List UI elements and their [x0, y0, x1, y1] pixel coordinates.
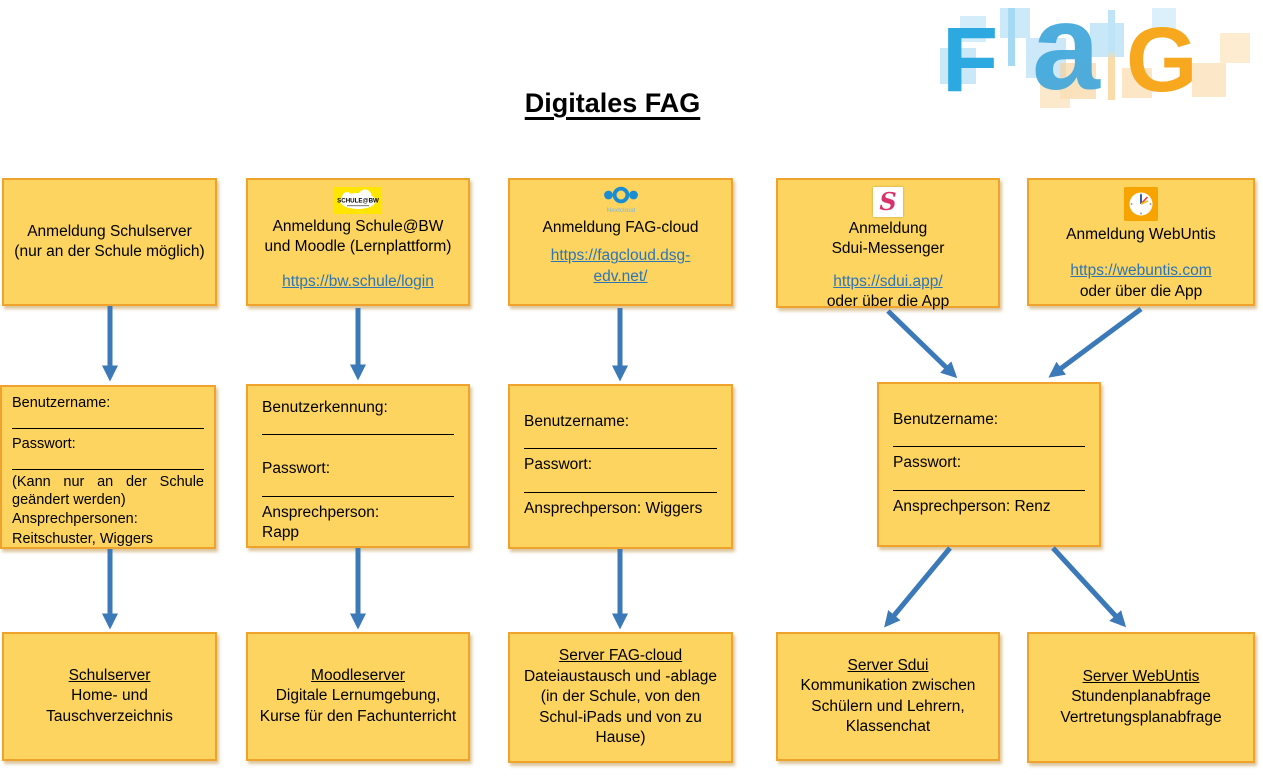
box-anmeldung-webuntis: Anmeldung WebUntis https://webuntis.com …	[1027, 178, 1255, 306]
pass-label: Passwort:	[12, 436, 76, 453]
box-credentials-fagcloud: Benutzername: Passwort: Ansprechperson: …	[508, 384, 733, 549]
mosaic-square	[1026, 38, 1066, 78]
pass-label: Passwort:	[893, 454, 962, 472]
server-heading: Server Sdui	[847, 656, 929, 674]
schulebw-logo-icon: SCHULE@BW	[334, 187, 382, 214]
box-text: Anmeldung	[848, 220, 928, 237]
arrow-sdui-to-login	[886, 309, 958, 379]
blank-line	[893, 474, 1085, 491]
box-text: Anmeldung FAG-cloud	[542, 219, 699, 236]
box-text: Anmeldung Schulserver (nur an der Schule…	[14, 222, 205, 260]
box-credentials-sdui-webuntis: Benutzername: Passwort: Ansprechperson: …	[877, 382, 1101, 547]
mosaic-square	[1192, 63, 1226, 97]
pass-label: Passwort:	[262, 460, 331, 478]
app-note: oder über die App	[826, 293, 950, 311]
sdui-logo-icon: S	[873, 187, 903, 217]
nextcloud-logo-caption: Nextcloud	[606, 207, 635, 214]
blank-line	[12, 412, 204, 430]
contact-names: Rapp	[262, 524, 300, 542]
logo-divider-bar	[1008, 8, 1015, 66]
contact-line: Ansprechperson: Renz	[893, 497, 1051, 515]
webuntis-link[interactable]: https://webuntis.com	[1070, 262, 1212, 280]
server-text: Stundenplanabfrage Vertretungsplanabfrag…	[1060, 688, 1222, 726]
server-heading: Schulserver	[68, 666, 151, 684]
server-text: Kommunikation zwischen Schülern und Lehr…	[800, 677, 976, 735]
pass-label: Passwort:	[524, 456, 593, 474]
contact-label: Ansprechperson:	[262, 503, 380, 521]
schulebw-logo-text: SCHULE@BW	[337, 198, 379, 205]
nextcloud-logo-icon: Nextcloud	[603, 186, 638, 214]
server-heading: Server WebUntis	[1082, 667, 1200, 685]
box-server-moodle: Moodleserver Digitale Lernumgebung, Kurs…	[246, 632, 470, 761]
note-text: (Kann nur an der Schule geändert werden)	[12, 474, 204, 509]
mosaic-square	[960, 16, 986, 42]
box-anmeldung-sdui: S Anmeldung Sdui-Messenger https://sdui.…	[776, 178, 1000, 310]
user-label: Benutzername:	[524, 413, 630, 430]
logo-divider-bar	[1108, 10, 1115, 100]
box-credentials-schulserver: Benutzername: Passwort: (Kann nur an der…	[0, 385, 216, 549]
user-label: Benutzername:	[893, 411, 999, 428]
box-server-schulserver: Schulserver Home- und Tauschverzeichnis	[2, 632, 217, 761]
blank-line	[262, 480, 454, 497]
blank-line	[262, 418, 454, 436]
sdui-link[interactable]: https://sdui.app/	[833, 272, 943, 290]
blank-line	[12, 453, 204, 471]
box-text: Sdui-Messenger	[831, 240, 945, 258]
box-text: Anmeldung Schule@BW und Moodle (Lernplat…	[264, 218, 452, 256]
logo-letter-a: a	[1032, 0, 1100, 115]
server-text: Digitale Lernumgebung, Kurse für den Fac…	[259, 687, 457, 725]
mosaic-square	[1152, 8, 1176, 32]
mosaic-square	[940, 48, 976, 84]
box-credentials-schulebw: Benutzerkennung: Passwort: Ansprechperso…	[246, 384, 470, 548]
server-text: Dateiaustausch und -ablage (in der Schul…	[523, 667, 718, 747]
box-server-sdui: Server Sdui Kommunikation zwischen Schül…	[776, 632, 1000, 761]
box-anmeldung-schulserver: Anmeldung Schulserver (nur an der Schule…	[2, 178, 217, 306]
mosaic-square	[1040, 78, 1070, 108]
server-heading: Server FAG-cloud	[558, 647, 683, 665]
user-label: Benutzerkennung:	[262, 399, 388, 416]
arrow-login-to-sdui-server	[884, 546, 952, 628]
box-anmeldung-schulebw: SCHULE@BW Anmeldung Schule@BW und Moodle…	[246, 178, 470, 306]
fag-logo: F a G	[940, 0, 1260, 113]
arrow-webuntis-to-login	[1048, 306, 1143, 378]
box-server-webuntis: Server WebUntis Stundenplanabfrage Vertr…	[1027, 632, 1255, 763]
box-anmeldung-fagcloud: Nextcloud Anmeldung FAG-cloud https://fa…	[508, 178, 733, 306]
blank-line	[524, 476, 717, 493]
contact-names: Reitschuster, Wiggers	[12, 530, 154, 547]
contact-label: Ansprechpersonen:	[12, 510, 138, 527]
logo-letter-f: F	[942, 9, 999, 111]
schulebw-login-link[interactable]: https://bw.schule/login	[282, 272, 434, 290]
page-title: Digitales FAG	[524, 88, 701, 118]
blank-line	[893, 430, 1085, 448]
blank-line	[524, 432, 717, 450]
mosaic-square	[1000, 8, 1030, 38]
server-heading: Moodleserver	[311, 666, 405, 684]
mosaic-square	[1220, 33, 1250, 63]
mosaic-square	[1090, 23, 1124, 57]
mosaic-square	[1122, 68, 1152, 98]
arrow-login-to-webuntis-server	[1051, 546, 1127, 628]
webuntis-clock-icon	[1124, 187, 1158, 221]
app-note: oder über die App	[1079, 282, 1203, 300]
logo-letter-g: G	[1126, 9, 1198, 111]
box-server-fagcloud: Server FAG-cloud Dateiaustausch und -abl…	[508, 632, 733, 763]
box-text: Anmeldung WebUntis	[1066, 226, 1216, 243]
user-label: Benutzername:	[12, 395, 111, 411]
server-text: Home- und Tauschverzeichnis	[46, 687, 173, 725]
contact-line: Ansprechperson: Wiggers	[524, 499, 703, 517]
fagcloud-link[interactable]: https://fagcloud.dsg-edv.net/	[550, 247, 691, 285]
